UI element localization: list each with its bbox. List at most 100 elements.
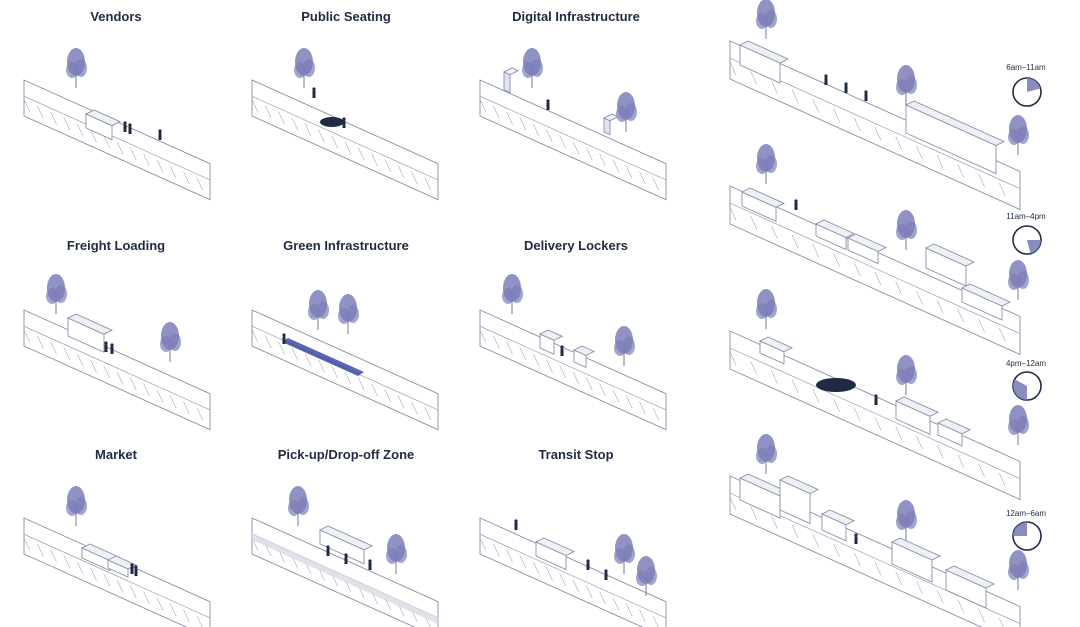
street-panel-green-infrastructure bbox=[251, 290, 439, 431]
clock-icon-morning bbox=[1012, 77, 1042, 107]
tree-icon bbox=[288, 486, 309, 526]
planter-bed bbox=[282, 338, 364, 376]
digital-kiosk bbox=[502, 67, 520, 94]
tree-icon bbox=[896, 210, 917, 250]
person-icon bbox=[586, 559, 590, 570]
panel-title-freight-loading: Freight Loading bbox=[66, 238, 166, 253]
street-panel-pickup-dropoff-zone bbox=[251, 486, 439, 627]
person-icon bbox=[368, 559, 372, 570]
person-icon bbox=[344, 553, 348, 564]
tree-icon bbox=[756, 0, 777, 39]
tree-icon bbox=[1008, 405, 1029, 445]
person-icon bbox=[312, 87, 316, 98]
street-panel-public-seating bbox=[251, 48, 439, 201]
tree-icon bbox=[616, 92, 637, 132]
tree-icon bbox=[160, 322, 181, 362]
timeline-strip-morning bbox=[729, 0, 1029, 211]
street-panel-market bbox=[23, 486, 211, 627]
tree-icon bbox=[1008, 550, 1029, 590]
street-slab bbox=[251, 79, 439, 201]
person-icon bbox=[282, 333, 286, 344]
street-slab bbox=[23, 79, 211, 201]
tree-icon bbox=[614, 534, 635, 574]
clock-wedge bbox=[1027, 78, 1041, 92]
person-icon bbox=[794, 199, 798, 210]
clock-icon-midday bbox=[1012, 225, 1042, 255]
panel-title-public-seating: Public Seating bbox=[301, 9, 391, 24]
person-icon bbox=[342, 117, 346, 128]
street-panel-vendors bbox=[23, 48, 211, 201]
person-icon bbox=[546, 99, 550, 110]
street-panel-digital-infrastructure bbox=[479, 48, 667, 201]
van bbox=[890, 537, 942, 583]
panel-title-pickup-dropoff-zone: Pick-up/Drop-off Zone bbox=[277, 447, 415, 462]
timeline-strip-midday bbox=[729, 144, 1029, 356]
tree-icon bbox=[46, 274, 67, 314]
locker-bank bbox=[820, 509, 856, 542]
panel-title-transit-stop: Transit Stop bbox=[538, 447, 614, 462]
locker-bank bbox=[572, 345, 596, 369]
person-icon bbox=[104, 341, 108, 352]
timeline-strip-night bbox=[729, 434, 1029, 627]
market-stall bbox=[846, 233, 888, 265]
tree-icon bbox=[896, 355, 917, 395]
tree-icon bbox=[1008, 115, 1029, 155]
seating-cluster bbox=[816, 378, 856, 392]
curb-shade bbox=[252, 533, 438, 624]
locker-bank bbox=[538, 329, 564, 355]
person-icon bbox=[130, 563, 134, 574]
van bbox=[960, 283, 1012, 321]
van bbox=[944, 565, 996, 609]
truck bbox=[740, 187, 786, 222]
shelter bbox=[318, 525, 374, 565]
person-icon bbox=[128, 123, 132, 134]
vendor-kiosk bbox=[84, 109, 122, 141]
person-icon bbox=[824, 74, 828, 85]
person-icon bbox=[110, 343, 114, 354]
timeline-strip-evening bbox=[729, 289, 1029, 501]
tree-icon bbox=[756, 289, 777, 329]
person-icon bbox=[844, 82, 848, 93]
bus-shelter bbox=[534, 537, 576, 571]
clock-label-evening: 4pm–12am bbox=[1005, 359, 1047, 368]
tree-icon bbox=[756, 144, 777, 184]
tree-icon bbox=[66, 48, 87, 88]
van bbox=[894, 396, 940, 435]
table-icon bbox=[320, 117, 344, 127]
person-icon bbox=[123, 121, 127, 132]
car bbox=[936, 418, 972, 447]
street-slab bbox=[23, 309, 211, 431]
clock-wedge bbox=[1027, 240, 1041, 254]
person-icon bbox=[134, 565, 138, 576]
street-slab bbox=[479, 309, 667, 431]
tree-icon bbox=[386, 534, 407, 574]
street-panel-freight-loading bbox=[23, 274, 211, 431]
freight-truck bbox=[778, 475, 820, 525]
panel-title-vendors: Vendors bbox=[90, 9, 142, 24]
clock-icon-evening bbox=[1012, 371, 1042, 401]
person-icon bbox=[514, 519, 518, 530]
tree-icon bbox=[66, 486, 87, 526]
person-icon bbox=[560, 345, 564, 356]
person-icon bbox=[864, 90, 868, 101]
panel-title-delivery-lockers: Delivery Lockers bbox=[523, 238, 629, 253]
food-truck bbox=[738, 40, 790, 84]
bus bbox=[904, 100, 1006, 175]
tree-icon bbox=[614, 326, 635, 366]
market-stall bbox=[106, 555, 138, 578]
panel-title-green-infrastructure: Green Infrastructure bbox=[283, 238, 409, 253]
clock-icon-night bbox=[1012, 521, 1042, 551]
street-slab bbox=[729, 185, 1021, 356]
tree-icon bbox=[338, 294, 359, 334]
clock-wedge bbox=[1013, 379, 1027, 400]
tree-icon bbox=[756, 434, 777, 474]
tree-icon bbox=[502, 274, 523, 314]
street-slab bbox=[479, 517, 667, 627]
market-stall bbox=[814, 219, 856, 251]
clock-label-morning: 6am–11am bbox=[1006, 63, 1046, 72]
person-icon bbox=[604, 569, 608, 580]
tree-icon bbox=[1008, 260, 1029, 300]
car bbox=[758, 336, 794, 365]
clock-wedge bbox=[1013, 522, 1027, 536]
tree-icon bbox=[896, 500, 917, 540]
